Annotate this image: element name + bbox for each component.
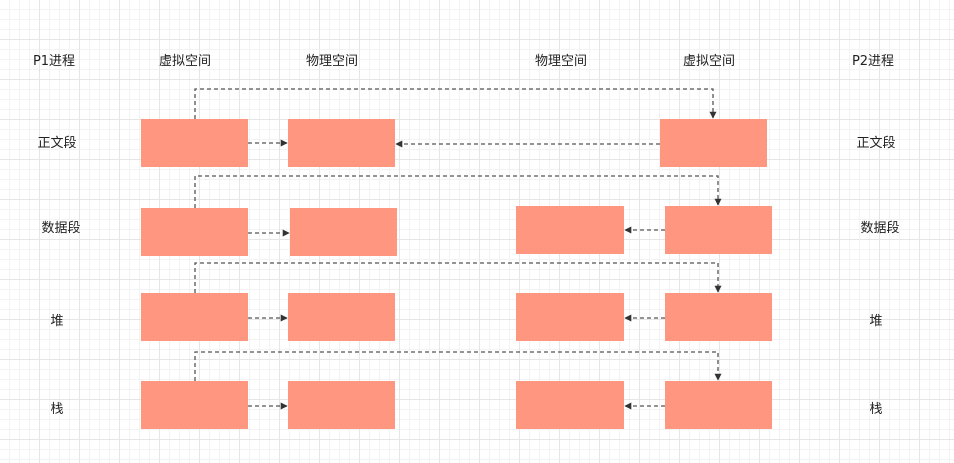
p1-virtual-data-block — [141, 208, 248, 256]
header-p1-virtual-space: 虚拟空间 — [158, 54, 212, 69]
header-p2-physical-space: 物理空间 — [534, 54, 588, 69]
p1-physical-text-block — [288, 119, 395, 167]
p1-virtual-stack-block — [141, 381, 248, 429]
arrow-stack-p1-virtual-to-p2-virtual — [194, 351, 722, 381]
p1-label-heap: 堆 — [50, 314, 64, 329]
header-p1-process: P1进程 — [32, 54, 76, 69]
p1-virtual-text-block — [141, 119, 248, 167]
p1-physical-stack-block — [288, 381, 395, 429]
p1-label-data-segment: 数据段 — [41, 221, 81, 236]
p1-virtual-heap-block — [141, 293, 248, 341]
p2-virtual-stack-block — [665, 381, 772, 429]
p2-physical-stack-block — [516, 381, 624, 429]
arrow-data-p1-virtual-to-p2-virtual — [194, 175, 722, 208]
p1-label-stack: 栈 — [50, 402, 64, 417]
p2-virtual-text-block — [660, 119, 767, 167]
p2-physical-heap-block — [516, 293, 624, 341]
p2-label-stack: 栈 — [869, 402, 883, 417]
p1-label-text-segment: 正文段 — [37, 136, 77, 151]
p2-label-text-segment: 正文段 — [856, 136, 896, 151]
header-p2-virtual-space: 虚拟空间 — [682, 54, 736, 69]
p1-physical-heap-block — [288, 293, 395, 341]
p2-virtual-heap-block — [665, 293, 772, 341]
p2-label-data-segment: 数据段 — [860, 221, 900, 236]
p1-physical-data-block — [290, 208, 397, 256]
header-p2-process: P2进程 — [851, 54, 895, 69]
arrow-heap-p1-virtual-to-p2-virtual — [194, 262, 722, 293]
p2-virtual-data-block — [665, 206, 772, 254]
header-p1-physical-space: 物理空间 — [305, 54, 359, 69]
arrow-text-p1-virtual-to-p2-virtual — [194, 88, 717, 119]
p2-label-heap: 堆 — [869, 314, 883, 329]
p2-physical-data-block — [516, 206, 624, 254]
